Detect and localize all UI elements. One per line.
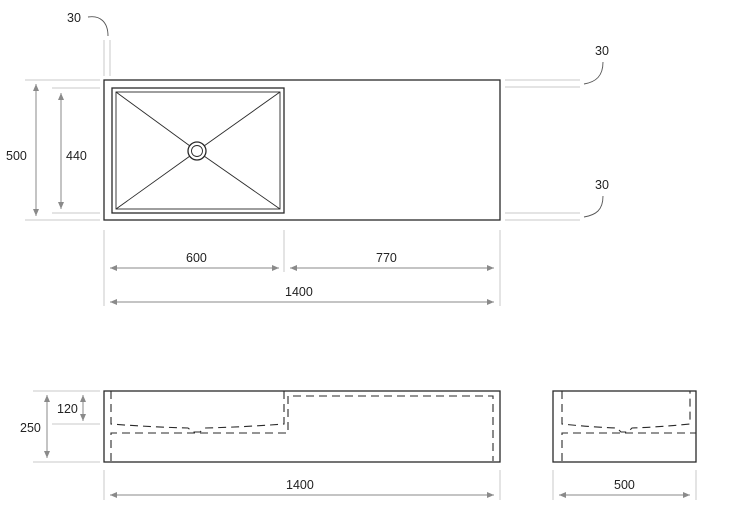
leader-line <box>583 61 604 85</box>
depth-label: 500 <box>6 149 27 163</box>
side-outline <box>552 390 697 463</box>
height-label: 250 <box>20 421 41 435</box>
total-width-label: 1400 <box>285 285 313 299</box>
side-view: 500 <box>552 390 697 500</box>
right-bottom-thickness-label: 30 <box>595 178 609 192</box>
top-view: 500 440 30 30 30 600 770 1400 <box>6 11 609 306</box>
front-outline <box>103 390 501 463</box>
side-body-hidden-line <box>561 432 696 461</box>
right-top-thickness-label: 30 <box>595 44 609 58</box>
top-thickness-label: 30 <box>67 11 81 25</box>
shelf-width-label: 770 <box>376 251 397 265</box>
countertop-outline <box>103 79 501 221</box>
front-view: 250 120 1400 <box>20 390 501 500</box>
basin-inner <box>115 91 281 210</box>
basin-slope-lines <box>115 91 281 210</box>
front-width-label: 1400 <box>286 478 314 492</box>
basin-depth-label: 440 <box>66 149 87 163</box>
drain-icon <box>187 141 207 161</box>
leader-line <box>583 195 604 218</box>
leader-line <box>87 16 109 37</box>
basin-hidden-line <box>110 391 285 433</box>
side-depth-label: 500 <box>614 478 635 492</box>
side-basin-hidden-line <box>561 391 691 433</box>
body-hidden-line <box>110 395 494 461</box>
basin-height-label: 120 <box>57 402 78 416</box>
basin-width-label: 600 <box>186 251 207 265</box>
basin-outer <box>111 87 285 214</box>
